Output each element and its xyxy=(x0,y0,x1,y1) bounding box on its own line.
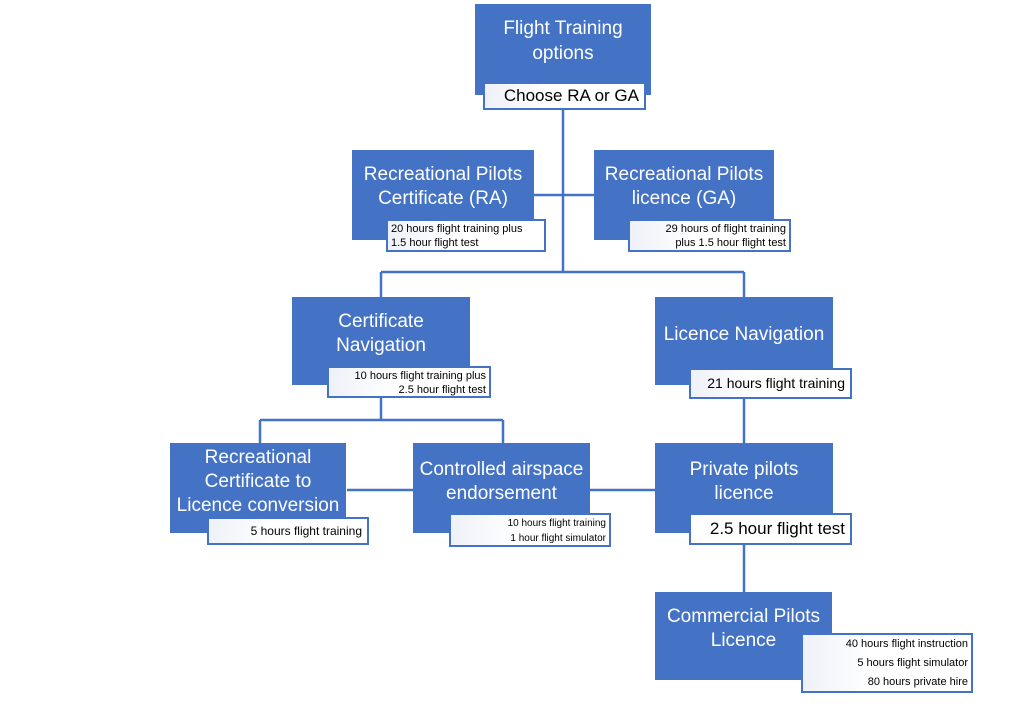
node-controlled-sub: 10 hours flight training 1 hour flight s… xyxy=(449,513,611,547)
sub-line: 80 hours private hire xyxy=(867,676,968,688)
node-lic-nav-title: Licence Navigation xyxy=(663,324,825,345)
sub-line: 20 hours flight training plus xyxy=(391,223,523,235)
node-cert-nav-title: Certificate Navigation xyxy=(336,311,426,356)
node-rpc-ra-title: Recreational Pilots Certificate (RA) xyxy=(363,164,523,209)
node-controlled-title: Controlled airspace endorsement xyxy=(419,459,584,504)
node-lic-nav-sub: 21 hours flight training xyxy=(689,368,852,399)
sub-line: 10 hours flight training plus xyxy=(354,370,486,382)
sub-line: 29 hours of flight training xyxy=(665,223,786,235)
node-cert-nav-sub: 10 hours flight training plus 2.5 hour f… xyxy=(327,366,491,398)
sub-line: 10 hours flight training xyxy=(507,518,606,529)
sub-line: 2.5 hour flight test xyxy=(398,384,486,396)
node-cpl-sub: 40 hours flight instruction 5 hours flig… xyxy=(801,633,973,693)
node-flight-training-sub: Choose RA or GA xyxy=(483,82,646,110)
sub-line: Choose RA or GA xyxy=(503,86,639,105)
sub-line: 5 hours flight simulator xyxy=(857,657,968,669)
node-flight-training-title: Flight Training options xyxy=(503,18,623,64)
node-rpl-ga-sub: 29 hours of flight training plus 1.5 hou… xyxy=(628,219,791,252)
sub-line: 1.5 hour flight test xyxy=(391,237,479,249)
sub-line: plus 1.5 hour flight test xyxy=(675,237,786,249)
node-flight-training: Flight Training options xyxy=(475,4,651,95)
node-cpl-title: Commercial Pilots Licence xyxy=(666,606,821,651)
node-ppl-title: Private pilots licence xyxy=(689,459,799,504)
node-ppl-sub: 2.5 hour flight test xyxy=(689,513,852,545)
sub-line: 21 hours flight training xyxy=(707,375,845,391)
node-rpl-ga-title: Recreational Pilots licence (GA) xyxy=(604,164,764,209)
node-conversion-sub: 5 hours flight training xyxy=(207,517,369,545)
node-rpc-ra-sub: 20 hours flight training plus 1.5 hour f… xyxy=(386,219,546,252)
sub-line: 5 hours flight training xyxy=(250,524,362,538)
node-conversion-title: Recreational Certificate to Licence conv… xyxy=(176,447,340,516)
sub-line: 40 hours flight instruction xyxy=(845,638,968,650)
sub-line: 2.5 hour flight test xyxy=(709,519,845,538)
sub-line: 1 hour flight simulator xyxy=(510,533,606,544)
